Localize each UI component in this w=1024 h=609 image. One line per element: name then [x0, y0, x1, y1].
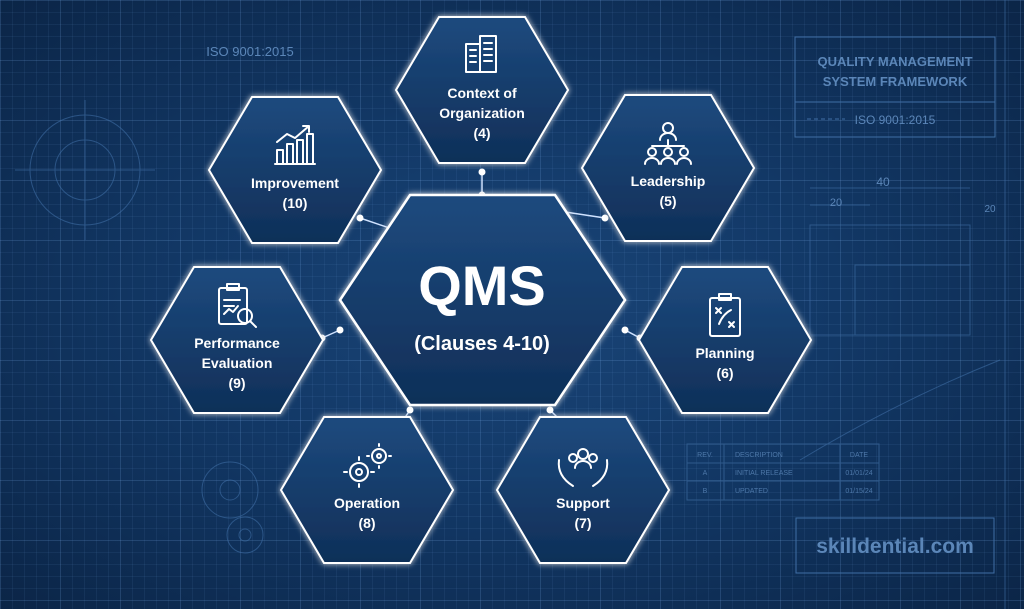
hexagon-shape [580, 94, 756, 242]
connector-node [336, 326, 344, 334]
connector-node [356, 214, 364, 222]
hexagon-shape [279, 416, 455, 564]
clause-line1: Support [556, 495, 610, 511]
title-line-2: SYSTEM FRAMEWORK [823, 74, 968, 89]
connector-node [546, 406, 554, 414]
clause-hexagon-5[interactable]: Leadership (5) [580, 94, 756, 242]
revision-table [686, 443, 880, 501]
clause-line1: Improvement [251, 175, 339, 191]
clipboard-strategy-icon [709, 293, 741, 337]
title-line-1: QUALITY MANAGEMENT [817, 54, 972, 69]
connector-node [406, 406, 414, 414]
clause-hexagon-4[interactable]: Context of Organization (4) [394, 16, 570, 164]
clause-hexagon-10[interactable]: Improvement (10) [207, 96, 383, 244]
hexagon-shape [495, 416, 671, 564]
iso-label: ISO 9001:2015 [206, 44, 293, 59]
team-hierarchy-icon [644, 122, 692, 165]
watermark-box: skilldential.com [795, 517, 995, 574]
clause-line2: Evaluation [202, 355, 273, 371]
clause-number: (4) [473, 125, 490, 141]
table-header: REV. [697, 452, 713, 459]
table-cell: INITIAL RELEASE [735, 470, 793, 477]
clipboard-magnifier-icon [218, 283, 257, 328]
center-title: QMS [418, 254, 546, 317]
dim-20-vertical: 20 [984, 204, 996, 215]
clause-line1: Leadership [631, 173, 706, 189]
clause-number: (9) [228, 375, 245, 391]
hexagon-shape [149, 266, 325, 414]
clause-number: (7) [574, 515, 591, 531]
title-standard: ISO 9001:2015 [855, 113, 936, 127]
clause-line2: Organization [439, 105, 525, 121]
bar-chart-trend-icon [274, 125, 316, 165]
table-cell: UPDATED [735, 488, 768, 495]
clause-line1: Context of [447, 85, 517, 101]
hexagon-shape [207, 96, 383, 244]
clause-number: (8) [358, 515, 375, 531]
center-subtitle: (Clauses 4-10) [414, 333, 550, 355]
clause-line1: Planning [695, 345, 754, 361]
dim-20: 20 [830, 197, 842, 209]
table-cell: B [703, 488, 708, 495]
clause-line1: Performance [194, 335, 280, 351]
table-header: DESCRIPTION [735, 452, 783, 459]
connector-node [478, 168, 486, 176]
dim-40: 40 [876, 175, 890, 189]
table-cell: A [703, 470, 708, 477]
gears-icon [343, 443, 392, 488]
watermark-text: skilldential.com [816, 535, 974, 558]
hexagon-shape [637, 266, 813, 414]
table-cell: 01/15/24 [845, 488, 872, 495]
clause-line1: Operation [334, 495, 400, 511]
table-header: DATE [850, 452, 868, 459]
blueprint-decorations [15, 0, 1006, 609]
hands-people-icon [557, 448, 609, 487]
center-hexagon-qms[interactable] [338, 193, 627, 407]
clause-number: (6) [716, 365, 733, 381]
connector-node [601, 214, 609, 222]
clause-hexagon-8[interactable]: Operation (8) [279, 416, 455, 564]
table-cell: 01/01/24 [845, 470, 872, 477]
title-block: QUALITY MANAGEMENT SYSTEM FRAMEWORK ISO … [794, 36, 996, 138]
clause-hexagon-6[interactable]: Planning (6) [637, 266, 813, 414]
clause-hexagon-7[interactable]: Support (7) [495, 416, 671, 564]
building-icon [465, 35, 497, 73]
connector-node [621, 326, 629, 334]
clause-number: (5) [659, 193, 676, 209]
revision-table-text: REV. DESCRIPTION DATE A INITIAL RELEASE 01/01… [697, 452, 873, 495]
clause-number: (10) [283, 195, 308, 211]
hexagon-shape [394, 16, 570, 164]
